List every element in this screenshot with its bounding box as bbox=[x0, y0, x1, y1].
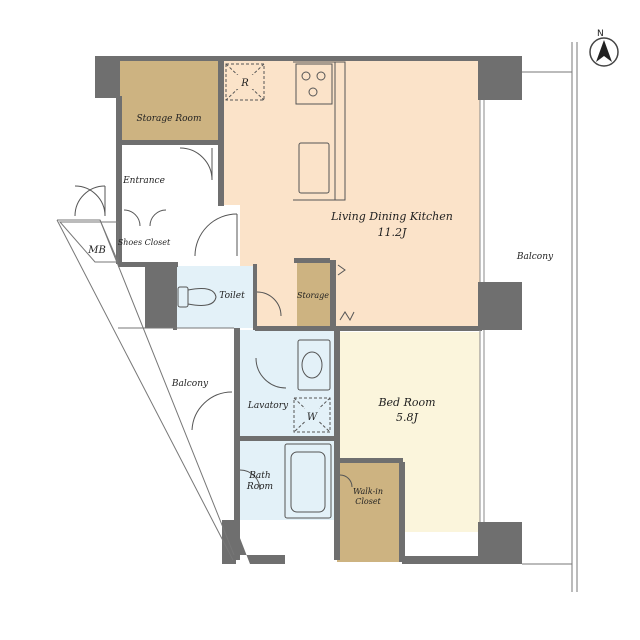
walk-in-floor bbox=[337, 462, 399, 562]
label-ldk-size: 11.2J bbox=[378, 226, 407, 239]
balcony-east-outline bbox=[522, 42, 578, 592]
label-ldk-name: Living Dining Kitchen bbox=[330, 210, 453, 223]
washer-mark: W bbox=[307, 412, 318, 423]
label-bath-line2: Room bbox=[246, 482, 273, 492]
balcony-west-outline bbox=[56, 219, 235, 561]
walls bbox=[95, 56, 522, 564]
doors bbox=[74, 147, 355, 491]
label-entrance: Entrance bbox=[122, 176, 165, 186]
compass-icon: N bbox=[589, 29, 619, 67]
label-storage-room: Storage Room bbox=[137, 114, 202, 124]
label-bed-room-name: Bed Room bbox=[377, 396, 435, 409]
compass-north-label: N bbox=[597, 29, 604, 39]
label-mb: MB bbox=[87, 245, 106, 256]
mb-area bbox=[58, 221, 119, 263]
refrigerator-mark: R bbox=[240, 78, 249, 89]
label-shoes-closet: Shoes Closet bbox=[118, 238, 171, 247]
storage-room-floor bbox=[120, 60, 218, 140]
label-bath-line1: Bath bbox=[248, 471, 270, 481]
kitchen-counter bbox=[293, 61, 346, 201]
cooktop-icon bbox=[295, 63, 333, 105]
label-balcony-east: Balcony bbox=[516, 252, 554, 262]
windows bbox=[479, 100, 485, 522]
label-walk-in-line1: Walk-in bbox=[353, 487, 383, 496]
label-bed-room-size: 5.8J bbox=[396, 411, 418, 424]
label-walk-in-line2: Closet bbox=[355, 497, 381, 506]
bathtub-icon bbox=[284, 443, 332, 519]
storage-floor bbox=[297, 262, 330, 328]
sink-icon bbox=[297, 339, 331, 391]
lavatory-floor bbox=[235, 330, 335, 436]
label-toilet: Toilet bbox=[219, 291, 245, 301]
label-lavatory: Lavatory bbox=[247, 401, 289, 411]
label-balcony-west: Balcony bbox=[171, 379, 209, 389]
washer-icon bbox=[293, 397, 331, 433]
label-storage: Storage bbox=[297, 291, 329, 300]
toilet-icon bbox=[177, 286, 217, 308]
